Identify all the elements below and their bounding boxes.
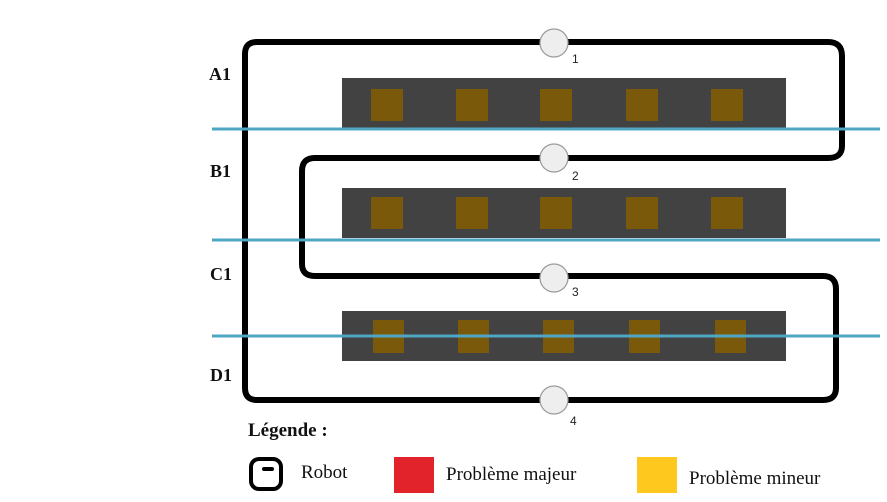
legend-major-swatch [394, 457, 434, 493]
panel-tile-row1-3 [540, 89, 572, 121]
panel-tile-row2-1 [371, 197, 403, 229]
panel-tile-row2-2 [456, 197, 488, 229]
row-label-d1: D1 [210, 365, 232, 385]
checkpoint-node-1 [539, 28, 569, 58]
legend-title: Légende : [248, 420, 328, 441]
panel-tile-row1-1 [371, 89, 403, 121]
robot-path [242, 39, 845, 403]
panel-tile-row2-4 [626, 197, 658, 229]
row-label-c1: C1 [210, 264, 232, 284]
panel-tile-row1-5 [711, 89, 743, 121]
checkpoint-number-2: 2 [572, 169, 579, 183]
panel-tile-row1-4 [626, 89, 658, 121]
checkpoint-number-3: 3 [572, 285, 579, 299]
legend-minor-label: Problème mineur [689, 468, 821, 489]
row-label-a1: A1 [209, 64, 231, 84]
checkpoint-node-2 [539, 143, 569, 173]
panel-tile-row2-5 [711, 197, 743, 229]
checkpoint-number-4: 4 [570, 414, 577, 428]
legend-robot-label: Robot [301, 462, 348, 483]
checkpoint-node-3 [539, 263, 569, 293]
panel-tile-row1-2 [456, 89, 488, 121]
robot-icon [249, 457, 283, 491]
row-label-b1: B1 [210, 161, 231, 181]
checkpoint-number-1: 1 [572, 52, 579, 66]
legend-major-label: Problème majeur [446, 464, 577, 485]
checkpoint-node-4 [539, 385, 569, 415]
panel-tile-row2-3 [540, 197, 572, 229]
legend-minor-swatch [637, 457, 677, 493]
